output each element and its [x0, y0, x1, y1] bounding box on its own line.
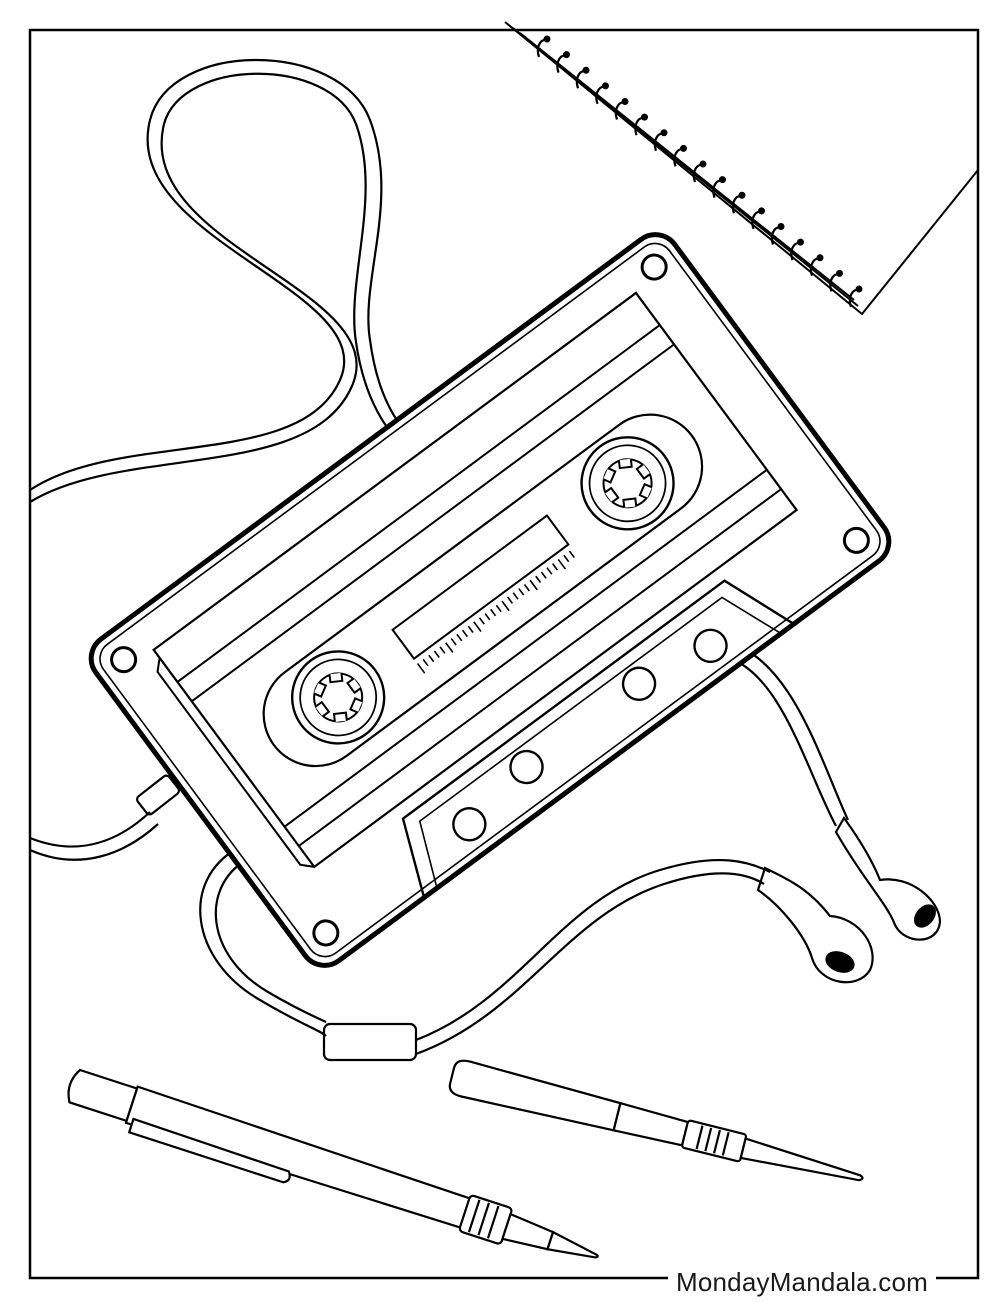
window-tick [445, 642, 454, 653]
window-tick [467, 625, 474, 633]
reel-tooth [617, 458, 633, 470]
spiral-ring-hole [640, 113, 648, 121]
window-tick [433, 650, 440, 658]
left-reel [290, 650, 386, 745]
right-reel [580, 436, 675, 531]
reel-tooth [635, 463, 652, 480]
spiral-ring-hole [562, 51, 570, 59]
window-tick [439, 646, 446, 654]
ballpoint-pen-icon [67, 1068, 599, 1259]
reel-tooth [346, 677, 362, 695]
window-tick [523, 583, 530, 592]
window-tick [501, 600, 510, 612]
spiral-notebook-icon [504, 21, 979, 316]
window-tick [473, 621, 482, 633]
spiral-ring-hole [777, 223, 785, 231]
spiral-ring-hole [738, 191, 746, 199]
spiral-ring-hole [718, 176, 726, 184]
window-tick [535, 575, 542, 584]
page-frame [28, 28, 980, 1280]
reel-tooth [332, 711, 348, 723]
cap-pen-icon [448, 1059, 864, 1182]
window-tick [416, 663, 426, 674]
spiral-ring-hole [679, 144, 687, 152]
spiral-ring-hole [621, 97, 629, 105]
window-tick [557, 558, 567, 570]
reel-tooth [328, 672, 344, 684]
window-tick [461, 629, 469, 638]
reel-tooth [313, 681, 328, 698]
window-tick [450, 638, 457, 646]
spiral-ring-hole [855, 285, 863, 293]
spiral-ring-hole [699, 160, 707, 168]
reel-tooth [622, 497, 638, 508]
window-tick [506, 596, 514, 604]
site-watermark: MondayMandala.com [668, 1264, 936, 1300]
window-tick [484, 613, 491, 621]
reel-tooth [604, 486, 620, 504]
window-tick [428, 654, 435, 663]
window-tick [551, 563, 559, 571]
spiral-ring-hole [601, 82, 609, 90]
window-tick [512, 592, 519, 600]
window-tick [490, 608, 497, 617]
window-tick [529, 579, 538, 591]
spiral-ring-hole [543, 35, 551, 43]
cassette-tape-icon [88, 232, 892, 968]
window-tick [518, 588, 525, 596]
window-tick [540, 571, 547, 579]
spiral-ring-hole [757, 207, 765, 215]
reel-tooth [314, 700, 331, 718]
window-tick [495, 604, 502, 613]
reel-tooth [349, 696, 363, 714]
spiral-ring-hole [835, 269, 843, 277]
window-tick [478, 617, 485, 625]
spiral-ring-hole [816, 254, 824, 262]
window-tick [563, 554, 570, 563]
window-tick [456, 633, 463, 642]
spiral-ring-hole [660, 129, 668, 137]
reel-tooth [602, 467, 617, 484]
reel-tooth [638, 482, 653, 500]
window-tick [422, 658, 429, 667]
spiral-ring-hole [582, 66, 590, 74]
window-tick [546, 567, 553, 575]
window-tick [568, 550, 575, 559]
spiral-ring-hole [796, 238, 804, 246]
